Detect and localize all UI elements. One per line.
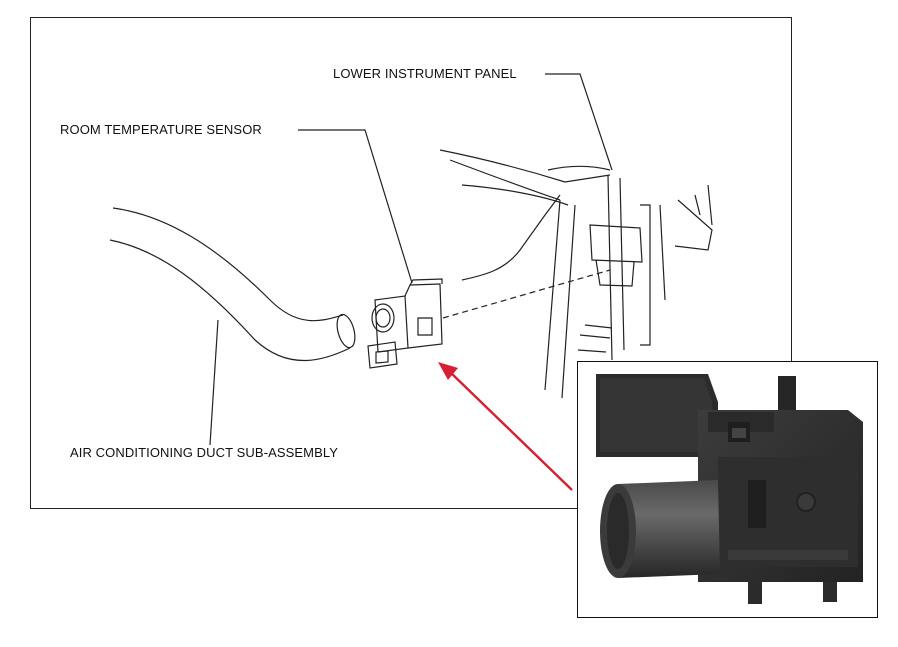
red-pointer-arrow: [438, 362, 573, 491]
leader-room-temperature-sensor: [298, 129, 413, 284]
alignment-line: [442, 269, 611, 319]
leader-lower-instrument-panel: [545, 73, 613, 171]
air-conditioning-duct: [109, 207, 356, 362]
label-room-temperature-sensor: ROOM TEMPERATURE SENSOR: [60, 122, 262, 137]
label-air-conditioning-duct: AIR CONDITIONING DUCT SUB-ASSEMBLY: [70, 445, 339, 460]
room-temperature-sensor-drawing: [367, 278, 443, 369]
sensor-photo-inset: [577, 361, 878, 618]
label-lower-instrument-panel: LOWER INSTRUMENT PANEL: [333, 66, 517, 81]
lower-instrument-panel-drawing: [439, 149, 713, 399]
sensor-photo: [596, 374, 863, 604]
leader-air-conditioning-duct: [209, 319, 219, 446]
